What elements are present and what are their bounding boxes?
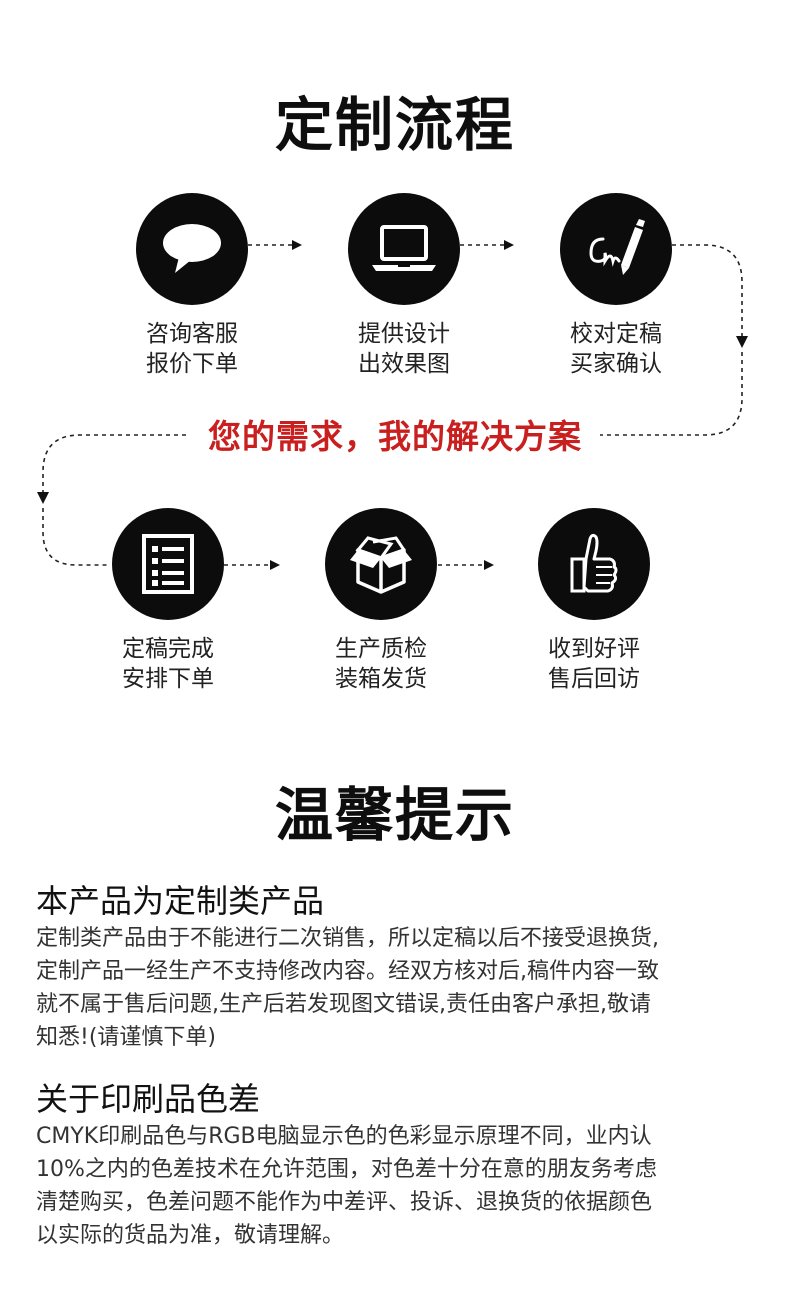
connector-right-down	[672, 244, 743, 336]
process-title: 定制流程	[274, 91, 515, 159]
step-label: 定稿完成 安排下单	[88, 634, 248, 694]
step-label: 生产质检 装箱发货	[301, 634, 461, 694]
process-flow-connectors	[37, 240, 748, 570]
slogan-text: 您的需求，我的解决方案	[198, 417, 592, 456]
tip-line: 就不属于售后问题,生产后若发现图文错误,责任由客户承担,敬请	[36, 992, 651, 1017]
arrow-right-icon	[292, 240, 302, 250]
connector-right-return	[600, 352, 743, 436]
tip-line: 知悉!(请谨慎下单)	[36, 1025, 216, 1050]
thumbs-up-icon	[570, 533, 618, 593]
process-step-1: 咨询客服 报价下单	[112, 193, 272, 379]
pen-signature-icon	[589, 219, 645, 275]
step-label: 校对定稿 买家确认	[536, 319, 696, 379]
step-circle	[136, 193, 248, 305]
open-box-icon	[350, 536, 412, 594]
step-label: 收到好评 售后回访	[514, 634, 674, 694]
step-label: 提供设计 出效果图	[324, 319, 484, 379]
tip-line: 以实际的货品为准，敬请理解。	[36, 1223, 345, 1248]
process-step-3: 校对定稿 买家确认	[536, 193, 696, 379]
step-line-2: 装箱发货	[335, 666, 427, 692]
step-line-2: 安排下单	[122, 666, 214, 692]
arrow-right-icon	[504, 240, 514, 250]
step-circle	[112, 508, 224, 620]
step-line-1: 提供设计	[358, 321, 450, 347]
tip-line: 清楚购买，色差问题不能作为中差评、投诉、退换货的依据颜色	[36, 1190, 653, 1215]
step-line-2: 报价下单	[146, 351, 238, 377]
step-circle	[348, 193, 460, 305]
step-circle	[560, 193, 672, 305]
connector-left-down	[42, 434, 186, 492]
step-line-1: 咨询客服	[146, 321, 238, 347]
arrow-right-icon	[270, 560, 280, 570]
chat-bubble-icon	[163, 224, 221, 273]
arrow-down-icon	[37, 492, 49, 504]
connector-left-return	[42, 508, 110, 566]
arrow-down-icon	[736, 336, 748, 348]
step-line-1: 定稿完成	[122, 636, 214, 662]
slogan-banner: 您的需求，我的解决方案	[0, 410, 790, 458]
step-circle	[538, 508, 650, 620]
process-step-5: 生产质检 装箱发货	[301, 508, 461, 694]
step-circle	[325, 508, 437, 620]
step-line-1: 生产质检	[335, 636, 427, 662]
tip-color-difference: 关于印刷品色差 CMYK印刷品色与RGB电脑显示色的色彩显示原理不同，业内认 1…	[36, 1078, 766, 1252]
tip-line: CMYK印刷品色与RGB电脑显示色的色彩显示原理不同，业内认	[36, 1124, 652, 1149]
step-label: 咨询客服 报价下单	[112, 319, 272, 379]
arrow-right-icon	[484, 560, 494, 570]
tip-heading: 关于印刷品色差	[36, 1080, 261, 1118]
tip-heading: 本产品为定制类产品	[36, 882, 325, 920]
tip-line: 定制类产品由于不能进行二次销售，所以定稿以后不接受退换货,	[36, 926, 659, 951]
step-line-1: 校对定稿	[570, 321, 662, 347]
step-line-2: 售后回访	[548, 666, 640, 692]
process-step-6: 收到好评 售后回访	[514, 508, 674, 694]
list-document-icon	[142, 534, 194, 594]
step-line-1: 收到好评	[548, 636, 640, 662]
step-line-2: 买家确认	[570, 351, 662, 377]
process-step-2: 提供设计 出效果图	[324, 193, 484, 379]
step-line-2: 出效果图	[358, 351, 450, 377]
tips-title: 温馨提示	[274, 781, 515, 849]
laptop-icon	[372, 225, 436, 271]
process-step-4: 定稿完成 安排下单	[88, 508, 248, 694]
tip-custom-product: 本产品为定制类产品 定制类产品由于不能进行二次销售，所以定稿以后不接受退换货, …	[36, 880, 766, 1054]
tip-line: 定制产品一经生产不支持修改内容。经双方核对后,稿件内容一致	[36, 959, 659, 984]
tip-line: 10%之内的色差技术在允许范围，对色差十分在意的朋友务考虑	[36, 1157, 657, 1182]
